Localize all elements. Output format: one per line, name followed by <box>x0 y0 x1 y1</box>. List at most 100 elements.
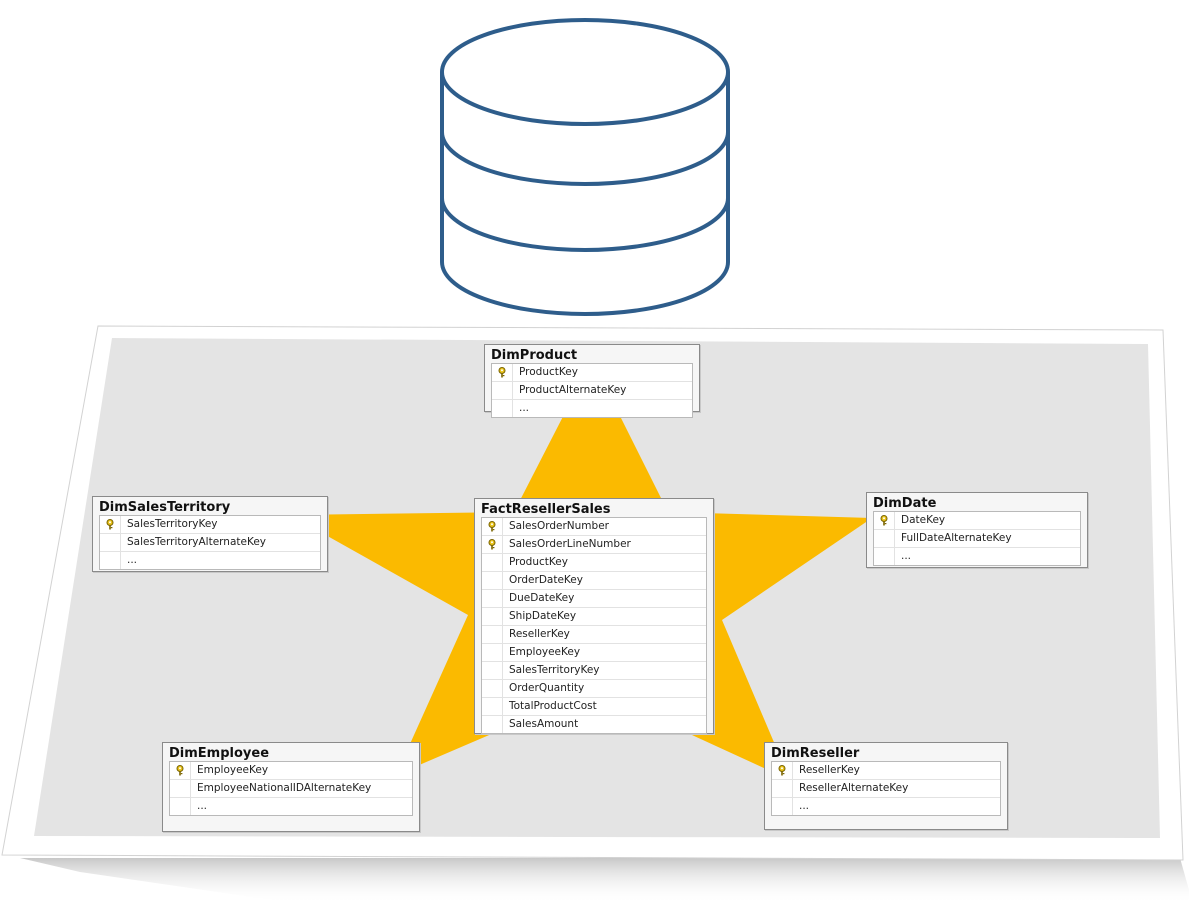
column-name: DueDateKey <box>509 592 575 604</box>
column-name: ResellerAlternateKey <box>799 782 909 794</box>
column-row[interactable]: ShipDateKey <box>482 608 706 626</box>
row-gutter <box>482 680 503 697</box>
row-gutter <box>492 400 513 417</box>
table-title: DimProduct <box>491 348 578 363</box>
column-row[interactable]: FullDateAlternateKey <box>874 530 1080 548</box>
column-row[interactable]: SalesAmount <box>482 716 706 733</box>
row-gutter <box>482 716 503 733</box>
row-gutter <box>482 554 503 571</box>
column-row[interactable]: ProductKey <box>492 364 692 382</box>
column-name: ProductKey <box>519 366 578 378</box>
column-row[interactable]: DateKey <box>874 512 1080 530</box>
column-name: ResellerKey <box>509 628 570 640</box>
column-name: TotalProductCost <box>509 700 597 712</box>
column-name: ResellerKey <box>799 764 860 776</box>
column-name: ProductKey <box>509 556 568 568</box>
column-name: EmployeeNationalIDAlternateKey <box>197 782 372 794</box>
row-gutter <box>100 534 121 551</box>
column-name: ShipDateKey <box>509 610 577 622</box>
column-name: DateKey <box>901 514 946 526</box>
column-name: ... <box>197 800 208 812</box>
table-title: DimReseller <box>771 746 860 761</box>
column-name: ... <box>127 554 138 566</box>
column-row[interactable]: ResellerKey <box>482 626 706 644</box>
column-row[interactable]: TotalProductCost <box>482 698 706 716</box>
column-row[interactable]: SalesTerritoryKey <box>100 516 320 534</box>
primary-key-icon <box>170 762 191 779</box>
column-name: EmployeeKey <box>197 764 269 776</box>
column-name: SalesAmount <box>509 718 579 730</box>
row-gutter <box>772 780 793 797</box>
column-name: FullDateAlternateKey <box>901 532 1012 544</box>
column-row[interactable]: SalesOrderLineNumber <box>482 536 706 554</box>
column-name: ... <box>799 800 810 812</box>
column-name: ... <box>519 402 530 414</box>
table-title: DimEmployee <box>169 746 270 761</box>
column-row[interactable]: EmployeeNationalIDAlternateKey <box>170 780 412 798</box>
primary-key-icon <box>492 364 513 381</box>
row-gutter <box>874 548 895 565</box>
row-gutter <box>492 382 513 399</box>
row-gutter <box>482 572 503 589</box>
column-row[interactable]: SalesTerritoryKey <box>482 662 706 680</box>
table-title: FactResellerSales <box>481 502 611 517</box>
column-row[interactable]: ... <box>100 552 320 569</box>
column-row[interactable]: ProductKey <box>482 554 706 572</box>
column-name: ... <box>901 550 912 562</box>
row-gutter <box>170 798 191 815</box>
column-row[interactable]: ... <box>492 400 692 417</box>
row-gutter <box>482 590 503 607</box>
column-row[interactable]: ... <box>874 548 1080 565</box>
primary-key-icon <box>772 762 793 779</box>
column-row[interactable]: DueDateKey <box>482 590 706 608</box>
row-gutter <box>170 780 191 797</box>
column-row[interactable]: OrderDateKey <box>482 572 706 590</box>
primary-key-icon <box>482 536 503 553</box>
column-name: SalesTerritoryAlternateKey <box>127 536 266 548</box>
column-row[interactable]: SalesTerritoryAlternateKey <box>100 534 320 552</box>
column-name: OrderDateKey <box>509 574 583 586</box>
column-name: SalesOrderNumber <box>509 520 609 532</box>
row-gutter <box>100 552 121 569</box>
column-row[interactable]: ResellerAlternateKey <box>772 780 1000 798</box>
database-icon <box>440 18 730 316</box>
column-row[interactable]: ... <box>170 798 412 815</box>
row-gutter <box>482 644 503 661</box>
column-row[interactable]: OrderQuantity <box>482 680 706 698</box>
column-name: EmployeeKey <box>509 646 581 658</box>
column-row[interactable]: ... <box>772 798 1000 815</box>
column-row[interactable]: SalesOrderNumber <box>482 518 706 536</box>
row-gutter <box>482 662 503 679</box>
column-name: SalesTerritoryKey <box>127 518 218 530</box>
column-row[interactable]: EmployeeKey <box>170 762 412 780</box>
column-row[interactable]: ProductAlternateKey <box>492 382 692 400</box>
primary-key-icon <box>874 512 895 529</box>
row-gutter <box>874 530 895 547</box>
column-row[interactable]: EmployeeKey <box>482 644 706 662</box>
table-title: DimDate <box>873 496 937 511</box>
column-name: ProductAlternateKey <box>519 384 627 396</box>
row-gutter <box>772 798 793 815</box>
column-name: SalesTerritoryKey <box>509 664 600 676</box>
primary-key-icon <box>100 516 121 533</box>
row-gutter <box>482 698 503 715</box>
column-name: SalesOrderLineNumber <box>509 538 631 550</box>
row-gutter <box>482 626 503 643</box>
column-name: OrderQuantity <box>509 682 585 694</box>
row-gutter <box>482 608 503 625</box>
column-row[interactable]: ResellerKey <box>772 762 1000 780</box>
primary-key-icon <box>482 518 503 535</box>
